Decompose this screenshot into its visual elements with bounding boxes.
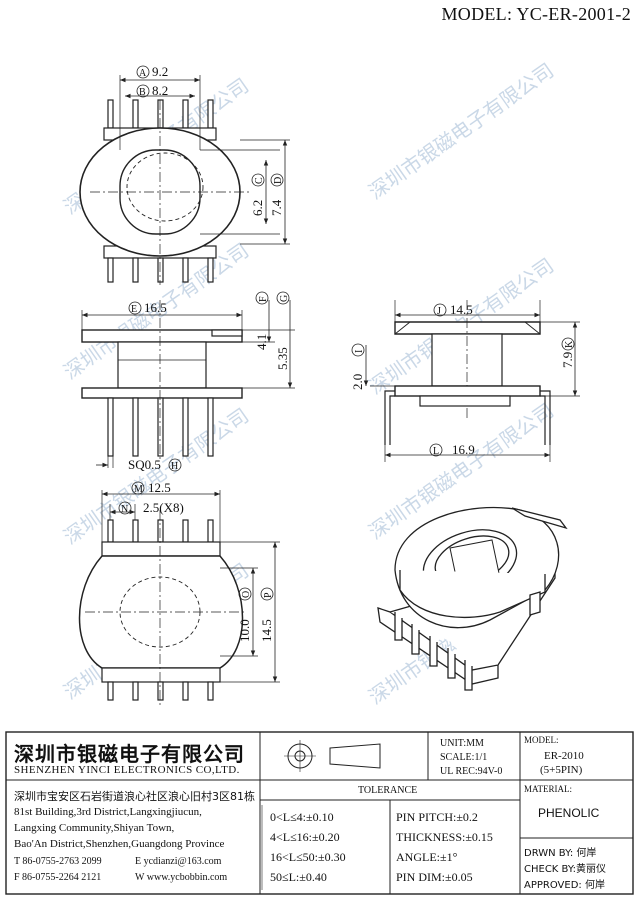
address-line-3: Bao'An District,Shenzhen,Guangdong Provi… bbox=[14, 838, 225, 850]
dim-e-value: 16.5 bbox=[144, 300, 167, 315]
svg-text:B: B bbox=[139, 87, 146, 98]
tolerance-row: 4<L≤16:±0.20 bbox=[270, 830, 340, 844]
ul-rec-text: UL REC:94V-0 bbox=[440, 766, 503, 777]
pin-tolerance-row: PIN PITCH:±0.2 bbox=[396, 810, 478, 824]
tel-text: T 86-0755-2763 2099 bbox=[14, 856, 102, 867]
svg-text:L: L bbox=[433, 446, 439, 457]
dim-f-value: 4.1 bbox=[254, 334, 269, 350]
svg-text:F: F bbox=[258, 296, 269, 302]
side-view bbox=[363, 300, 580, 462]
svg-text:E: E bbox=[131, 304, 137, 315]
email-text: E ycdianzi@163.com bbox=[135, 856, 222, 867]
dim-b-value: 8.2 bbox=[152, 83, 168, 98]
tolerance-row: 16<L≤50:±0.30 bbox=[270, 850, 346, 864]
check-by: CHECK BY:黄丽仪 bbox=[524, 864, 607, 875]
material-value: PHENOLIC bbox=[538, 806, 600, 820]
tolerance-title: TOLERANCE bbox=[358, 785, 418, 796]
dim-m-value: 12.5 bbox=[148, 480, 171, 495]
svg-text:D: D bbox=[273, 177, 284, 184]
svg-text:C: C bbox=[254, 177, 265, 184]
svg-text:K: K bbox=[564, 340, 575, 348]
side-view-dims-text: 2.0 I J 14.5 7.9 K L 16.9 bbox=[350, 302, 575, 457]
svg-text:H: H bbox=[171, 461, 178, 472]
dim-a-value: 9.2 bbox=[152, 64, 168, 79]
address-line-1: 81st Building,3rd District,Langxingjiucu… bbox=[14, 806, 202, 818]
tolerance-row: 50≤L:±0.40 bbox=[270, 870, 327, 884]
company-name-en: SHENZHEN YINCI ELECTRONICS CO,LTD. bbox=[14, 764, 240, 776]
dim-g-value: 5.35 bbox=[275, 347, 290, 370]
model-value: ER-2010 bbox=[544, 750, 584, 762]
title-block-frame bbox=[5, 731, 634, 895]
fax-text: F 86-0755-2264 2121 bbox=[14, 872, 102, 883]
tolerance-row: 0<L≤4:±0.10 bbox=[270, 810, 334, 824]
model-pins: (5+5PIN) bbox=[540, 764, 583, 776]
dim-c-value: 6.2 bbox=[250, 200, 265, 216]
svg-text:M: M bbox=[134, 484, 143, 495]
svg-text:O: O bbox=[241, 591, 252, 598]
pin-tolerance-row: THICKNESS:±0.15 bbox=[396, 830, 493, 844]
address-cn: 深圳市宝安区石岩街道浪心社区浪心旧村3区81栋 bbox=[14, 790, 255, 803]
svg-text:A: A bbox=[139, 68, 147, 79]
isometric-view bbox=[377, 506, 568, 691]
dim-p-value: 14.5 bbox=[259, 619, 274, 642]
model-label: MODEL: bbox=[524, 735, 559, 745]
bottom-view bbox=[78, 490, 280, 705]
dim-h-value: SQ0.5 bbox=[128, 457, 161, 472]
scale-text: SCALE:1/1 bbox=[440, 752, 488, 763]
dim-k-value: 7.9 bbox=[560, 352, 575, 368]
watermark-text: 深圳市银磁电子有限公司 bbox=[59, 403, 253, 549]
top-view-dims-text: A 9.2 B 8.2 6.2 C 7.4 D bbox=[136, 64, 284, 216]
model-header: MODEL: YC-ER-2001-2 bbox=[441, 4, 631, 24]
front-view-dims-text: E 16.5 4.1 F 5.35 G SQ0.5 H bbox=[128, 291, 290, 472]
web-text: W www.ycbobbin.com bbox=[135, 872, 228, 883]
dim-o-value: 10.0 bbox=[237, 619, 252, 642]
dim-d-value: 7.4 bbox=[269, 199, 284, 216]
pin-tolerance-row: PIN DIM:±0.05 bbox=[396, 870, 473, 884]
dim-j-value: 14.5 bbox=[450, 302, 473, 317]
top-view bbox=[79, 75, 290, 285]
pin-tolerance-row: ANGLE:±1° bbox=[396, 850, 458, 864]
approved-by: APPROVED: 何岸 bbox=[524, 880, 605, 891]
svg-text:J: J bbox=[437, 306, 441, 317]
projection-symbol bbox=[284, 740, 381, 772]
dim-l-value: 16.9 bbox=[452, 442, 475, 457]
svg-text:P: P bbox=[263, 592, 274, 598]
svg-text:G: G bbox=[279, 295, 290, 302]
address-line-2: Langxing Community,Shiyan Town, bbox=[14, 822, 175, 834]
dim-i-value: 2.0 bbox=[350, 374, 365, 390]
drawn-by: DRWN BY: 何岸 bbox=[524, 848, 597, 859]
unit-text: UNIT:MM bbox=[440, 738, 484, 749]
company-name-cn: 深圳市银磁电子有限公司 bbox=[14, 742, 245, 766]
dim-n-value: 2.5(X8) bbox=[143, 500, 184, 515]
front-view bbox=[81, 300, 295, 468]
material-label: MATERIAL: bbox=[524, 784, 572, 794]
svg-text:N: N bbox=[121, 504, 128, 515]
watermark-text: 深圳市银磁电子有限公司 bbox=[364, 58, 558, 204]
svg-text:I: I bbox=[354, 350, 365, 353]
bottom-view-dims-text: M 12.5 N 2.5(X8) 10.0 O 14.5 P bbox=[118, 480, 274, 642]
